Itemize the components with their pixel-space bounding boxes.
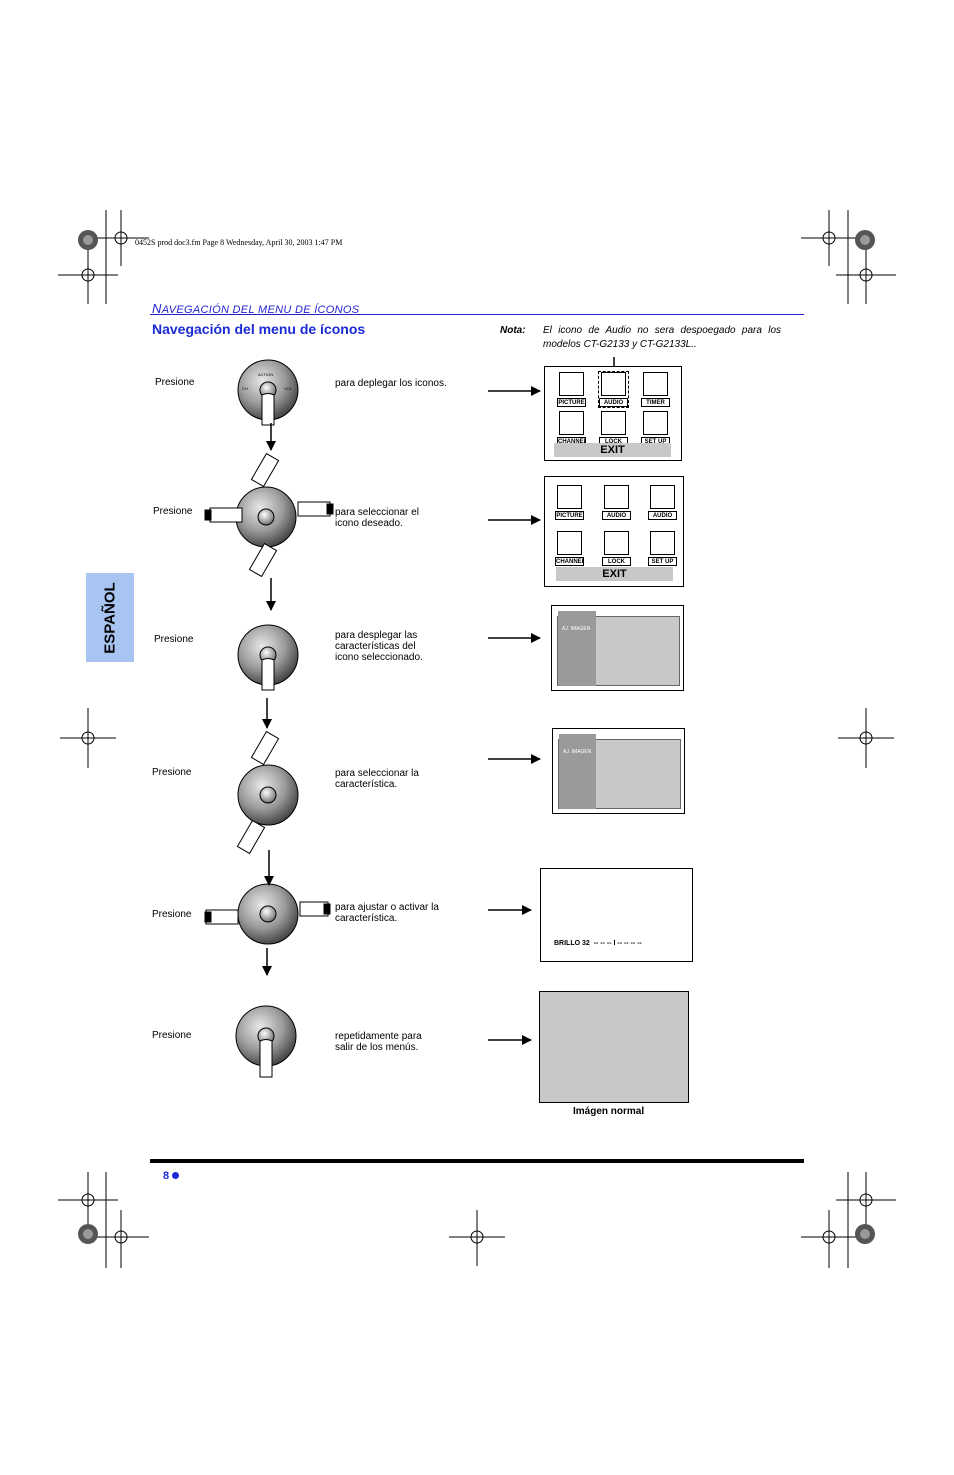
exit-bar: EXIT (554, 443, 671, 457)
crop-mark (93, 210, 149, 266)
remote-dial (235, 1005, 297, 1078)
language-tab: ESPAÑOL (86, 573, 134, 662)
feature-menu-screen: AJ. IMAGEN (551, 605, 684, 691)
footer-rule (150, 1159, 804, 1163)
remote-dial (235, 486, 297, 548)
picture-icon: PICTURE (557, 372, 586, 407)
section-header-cap: N (152, 301, 162, 316)
setup-icon: SET UP (641, 411, 670, 446)
step-3-desc: para desplegar las características del i… (335, 630, 423, 663)
remote-dial (237, 624, 299, 691)
section-header-rest: AVEGACIÓN DEL MENU DE ÍCONOS (161, 304, 360, 316)
audio-icon: AUDIO (648, 485, 677, 520)
crop-mark (93, 1210, 149, 1268)
section-header: NAVEGACIÓN DEL MENU DE ÍCONOS (152, 301, 359, 316)
menu-item-label: AJ. IMAGEN (562, 626, 591, 632)
crop-mark (836, 1172, 896, 1228)
menu-column (558, 611, 596, 686)
note-label: Nota: (500, 325, 526, 336)
lock-icon: LOCK (602, 531, 631, 566)
page-number: 8 (163, 1170, 170, 1182)
exit-bar: EXIT (556, 567, 673, 581)
remote-dial (237, 764, 299, 826)
note-text: El icono de Audio no sera despoegado par… (543, 325, 781, 350)
registration-target (855, 1224, 875, 1244)
channels-icon: CHANNELS (555, 531, 584, 566)
picture-icon: PICTURE (555, 485, 584, 520)
adjust-screen: BRILLO 32 -- -- -- I -- -- -- -- (540, 868, 693, 962)
normal-picture-screen (539, 991, 689, 1103)
remote-action-label: ACTION (258, 372, 274, 377)
step-1-desc: para deplegar los iconos. (335, 378, 447, 389)
remote-dial (237, 883, 299, 945)
pointing-hand-icon (204, 452, 334, 925)
step-5-desc: para ajustar o activar la característica… (335, 902, 439, 924)
crop-mark (836, 250, 896, 304)
channels-icon: CHANNELS (557, 411, 586, 446)
remote-ch-label: CH (242, 386, 248, 391)
step-3-press: Presione (154, 634, 194, 645)
page-bullet-icon (172, 1172, 179, 1179)
header-rule (150, 314, 804, 315)
setup-icon: SET UP (648, 531, 677, 566)
registration-target (855, 230, 875, 250)
crop-mark (58, 250, 118, 304)
step-6-desc: repetidamente para salir de los menús. (335, 1031, 422, 1053)
brightness-readout: BRILLO 32 -- -- -- I -- -- -- -- (554, 940, 642, 947)
icon-menu-screen: PICTURE AUDIO TIMER CHANNELS LOCK SET UP… (544, 366, 682, 461)
menu-item-label: AJ. IMAGEN (563, 749, 592, 755)
registration-target (78, 1224, 98, 1244)
registration-target (78, 230, 98, 250)
normal-picture-caption: Imágen normal (573, 1106, 645, 1117)
file-info: 0452S prod doc3.fm Page 8 Wednesday, Apr… (135, 238, 343, 247)
crop-mark (58, 1172, 118, 1228)
audio-icon: AUDIO (602, 485, 631, 520)
timer-icon: TIMER (641, 372, 670, 407)
screen-arrows (488, 357, 619, 1045)
brightness-bar: -- -- -- I -- -- -- -- (593, 940, 642, 947)
step-2-desc: para seleccionar el icono deseado. (335, 507, 419, 529)
step-4-press: Presione (152, 767, 192, 778)
step-5-press: Presione (152, 909, 192, 920)
menu-column (559, 734, 596, 809)
page-title: Navegación del menu de íconos (152, 321, 366, 337)
crop-mark (449, 1210, 505, 1266)
step-2-press: Presione (153, 506, 193, 517)
crop-mark (60, 708, 116, 768)
flow-arrows (262, 423, 276, 976)
step-6-press: Presione (152, 1030, 192, 1041)
remote-dial (237, 359, 299, 426)
lock-icon: LOCK (599, 411, 628, 446)
audio-icon: AUDIO (598, 371, 629, 408)
remote-vol-label: VOL (284, 386, 293, 391)
icon-navigation-screen: PICTURE AUDIO AUDIO CHANNELS LOCK SET UP… (544, 476, 684, 587)
step-1-press: Presione (155, 377, 195, 388)
feature-select-screen: AJ. IMAGEN (552, 728, 685, 814)
brightness-label: BRILLO 32 (554, 940, 590, 947)
step-4-desc: para seleccionar la característica. (335, 768, 419, 790)
crop-mark (838, 708, 894, 768)
